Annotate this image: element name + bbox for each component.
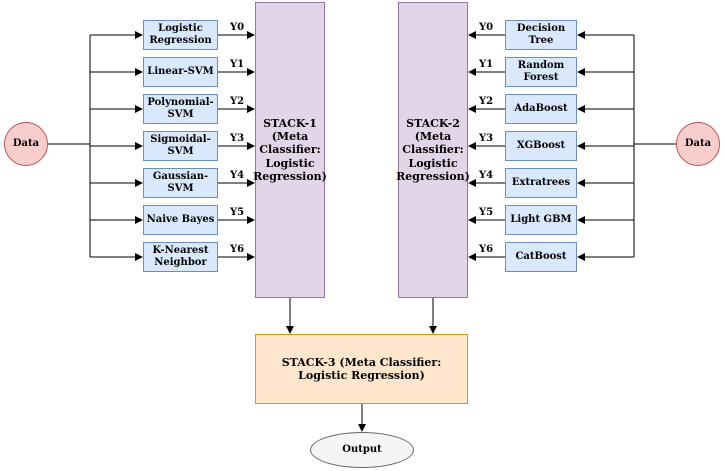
output-label-y0-right: Y0 bbox=[479, 22, 494, 33]
output-label-y6-right: Y6 bbox=[479, 244, 494, 255]
output-label-y4-left: Y4 bbox=[230, 170, 245, 181]
output-label-y0-left: Y0 bbox=[230, 22, 245, 33]
stack-1-box: STACK-1 (Meta Classifier: Logistic Regre… bbox=[253, 2, 327, 298]
classifier-polynomial-svm: Polynomial-SVM bbox=[143, 94, 218, 124]
output-label-y5-left: Y5 bbox=[230, 207, 245, 218]
output-label-y2-right: Y2 bbox=[479, 96, 494, 107]
classifier-random-forest: Random Forest bbox=[505, 57, 577, 87]
stack-3-box: STACK-3 (Meta Classifier: Logistic Regre… bbox=[255, 334, 468, 404]
output-label-y6-left: Y6 bbox=[230, 244, 245, 255]
classifier-logistic-regression: Logistic Regression bbox=[143, 20, 218, 50]
output-node: Output bbox=[310, 432, 414, 468]
output-label-y3-right: Y3 bbox=[479, 133, 494, 144]
left-data-node: Data bbox=[4, 122, 48, 166]
output-label-y2-left: Y2 bbox=[230, 96, 245, 107]
right-data-node: Data bbox=[676, 122, 720, 166]
classifier-naive-bayes: Naive Bayes bbox=[143, 205, 218, 235]
classifier-extratrees: Extratrees bbox=[505, 168, 577, 198]
classifier-decision-tree: Decision Tree bbox=[505, 20, 577, 50]
stack-2-box: STACK-2 (Meta Classifier: Logistic Regre… bbox=[396, 2, 470, 298]
classifier-gaussian-svm: Gaussian-SVM bbox=[143, 168, 218, 198]
output-label-y3-left: Y3 bbox=[230, 133, 245, 144]
output-label-y1-right: Y1 bbox=[479, 59, 494, 70]
classifier-linear-svm: Linear-SVM bbox=[143, 57, 218, 87]
classifier-k-nearest-neighbor: K-Nearest Neighbor bbox=[143, 242, 218, 272]
classifier-catboost: CatBoost bbox=[505, 242, 577, 272]
output-label-y4-right: Y4 bbox=[479, 170, 494, 181]
output-label-y5-right: Y5 bbox=[479, 207, 494, 218]
classifier-adaboost: AdaBoost bbox=[505, 94, 577, 124]
classifier-xgboost: XGBoost bbox=[505, 131, 577, 161]
classifier-sigmoidal-svm: Sigmoidal-SVM bbox=[143, 131, 218, 161]
classifier-light-gbm: Light GBM bbox=[505, 205, 577, 235]
output-label-y1-left: Y1 bbox=[230, 59, 245, 70]
